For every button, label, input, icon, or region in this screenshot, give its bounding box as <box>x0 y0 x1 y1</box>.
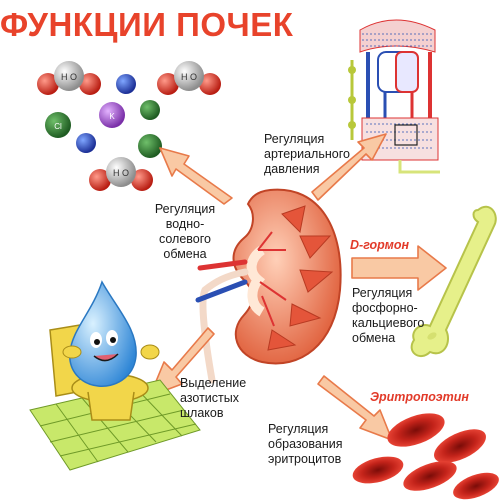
ion-cl <box>45 112 71 138</box>
label-water-salt: Регуляция водно- солевого обмена <box>154 202 216 261</box>
water-molecule-3: H O <box>89 157 153 191</box>
page-title: ФУНКЦИИ ПОЧЕК <box>0 6 294 43</box>
ion-green <box>140 100 160 120</box>
label-blood-pressure: Регуляция артериального давления <box>264 132 350 176</box>
water-salt-molecules: H O H O H O K Cl <box>37 61 221 191</box>
arrow-erythrocytes <box>317 375 393 441</box>
kidney-icon <box>195 188 342 384</box>
label-nitrogen-waste: Выделение азотистых шлаков <box>180 376 247 420</box>
ion-k <box>99 102 125 128</box>
label-erythrocytes: Регуляция образования эритроцитов <box>268 422 343 466</box>
toilet-drop-icon <box>29 280 201 471</box>
arrow-phosphorus-calcium <box>351 245 447 291</box>
molecule-h2o-label: H O <box>113 168 129 178</box>
ion-cl-label: Cl <box>54 122 62 131</box>
ion-k-label: K <box>109 112 115 121</box>
arrow-water-salt <box>159 147 233 205</box>
ion-blue <box>116 74 136 94</box>
arrow-blood-pressure <box>311 133 387 201</box>
circulatory-system-icon <box>348 19 440 174</box>
label-d-hormone: D-гормон <box>350 238 410 252</box>
molecule-h2o-label: H O <box>181 72 197 82</box>
label-erythropoietin: Эритропоэтин <box>370 390 469 404</box>
ion-blue <box>76 133 96 153</box>
label-phosphorus-calcium: Регуляция фосфорно- кальциевого обмена <box>352 286 425 345</box>
water-molecule-1: H O <box>37 61 101 95</box>
erythrocytes-icon <box>352 413 499 500</box>
water-molecule-2: H O <box>157 61 221 95</box>
bone-icon <box>410 205 497 358</box>
molecule-h2o-label: H O <box>61 72 77 82</box>
ion-green <box>138 134 162 158</box>
